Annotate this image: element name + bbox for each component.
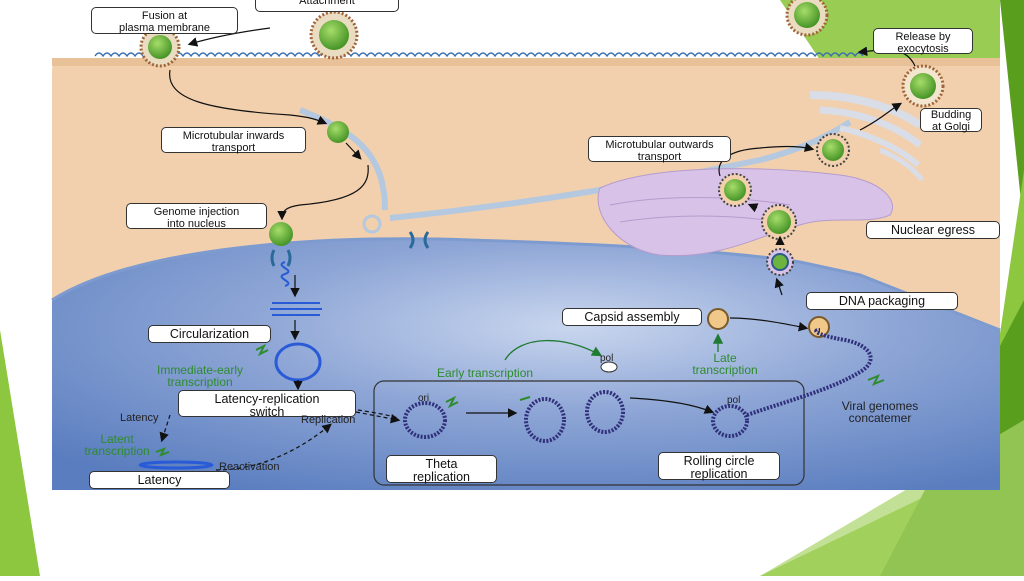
label-latency-side: Latency (120, 412, 159, 424)
capsid-at-pore (269, 222, 293, 246)
label-latency-box: Latency (89, 471, 230, 489)
label-replication-side: Replication (301, 414, 356, 426)
ie-transcript-squiggle (255, 343, 269, 357)
capsid-dna-packaging (808, 316, 830, 338)
flow-arrows (159, 27, 916, 471)
label-pol-top: pol (600, 353, 614, 364)
label-latent-transcription: Latent transcription (84, 432, 150, 458)
label-reactivation: Reactivation (219, 461, 280, 473)
label-immediate-early: Immediate-early transcription (156, 363, 244, 389)
label-late-transcription: Late transcription (692, 351, 758, 377)
rolling-circle-genome (711, 404, 749, 438)
theta-genome-dividing-2 (585, 390, 625, 434)
replication-box (373, 380, 805, 486)
nuclear-capsid-egress (766, 248, 794, 276)
label-fusion: Fusion at plasma membrane (91, 7, 238, 34)
label-nuclear-egress: Nuclear egress (866, 221, 1000, 239)
label-capsid-assembly: Capsid assembly (562, 308, 702, 326)
enveloped-capsid-egress-2 (761, 204, 797, 240)
nuclear-pore-middle (408, 231, 430, 249)
plasma-membrane (94, 52, 864, 58)
label-theta-replication: Theta replication (386, 455, 497, 484)
latent-episome (138, 460, 214, 470)
label-microtubular-outwards: Microtubular outwards transport (588, 136, 731, 163)
microtubule-organizing-center (362, 214, 382, 234)
label-circularization: Circularization (148, 325, 271, 343)
label-release-exocytosis: Release by exocytosis (873, 28, 973, 55)
transcription-arrows (504, 333, 724, 361)
enveloped-capsid-egress-1 (718, 173, 752, 207)
label-dna-packaging: DNA packaging (806, 292, 958, 310)
golgi-apparatus (597, 91, 925, 257)
virion-budding (901, 64, 945, 108)
theta-transcript-squiggle (519, 396, 531, 401)
latent-transcript-squiggle (155, 447, 170, 457)
label-early-transcription: Early transcription (437, 366, 534, 380)
label-latency-replication-switch: Latency-replication switch (178, 390, 356, 419)
polymerase-icon (600, 361, 618, 373)
label-genome-injection: Genome injection into nucleus (126, 203, 267, 230)
linear-genome-coil (270, 302, 322, 316)
virion-fusion (139, 26, 181, 68)
nuclear-pore-left (270, 249, 292, 267)
label-attachment: Attachment (255, 0, 399, 12)
label-rolling-circle: Rolling circle replication (658, 452, 780, 481)
theta-genome-dividing-1 (524, 397, 566, 443)
late-transcript-squiggle (867, 374, 885, 386)
injected-genome-coil (280, 261, 290, 287)
early-transcript-squiggle (445, 395, 459, 409)
virion-release (785, 0, 829, 37)
label-ori: ori (418, 393, 430, 404)
capsid-inwards-transport (327, 121, 349, 143)
virion-attachment (309, 10, 359, 60)
capsid-outwards-transport (816, 133, 850, 167)
label-microtubular-inwards: Microtubular inwards transport (161, 127, 306, 154)
nucleus (51, 237, 1001, 490)
label-budding-golgi: Budding at Golgi (920, 108, 982, 133)
theta-genome (403, 401, 447, 439)
label-viral-genomes-concatemer: Viral genomes concatemer (841, 399, 919, 425)
label-pol-rolling: pol (727, 395, 741, 406)
empty-capsid (707, 308, 729, 330)
